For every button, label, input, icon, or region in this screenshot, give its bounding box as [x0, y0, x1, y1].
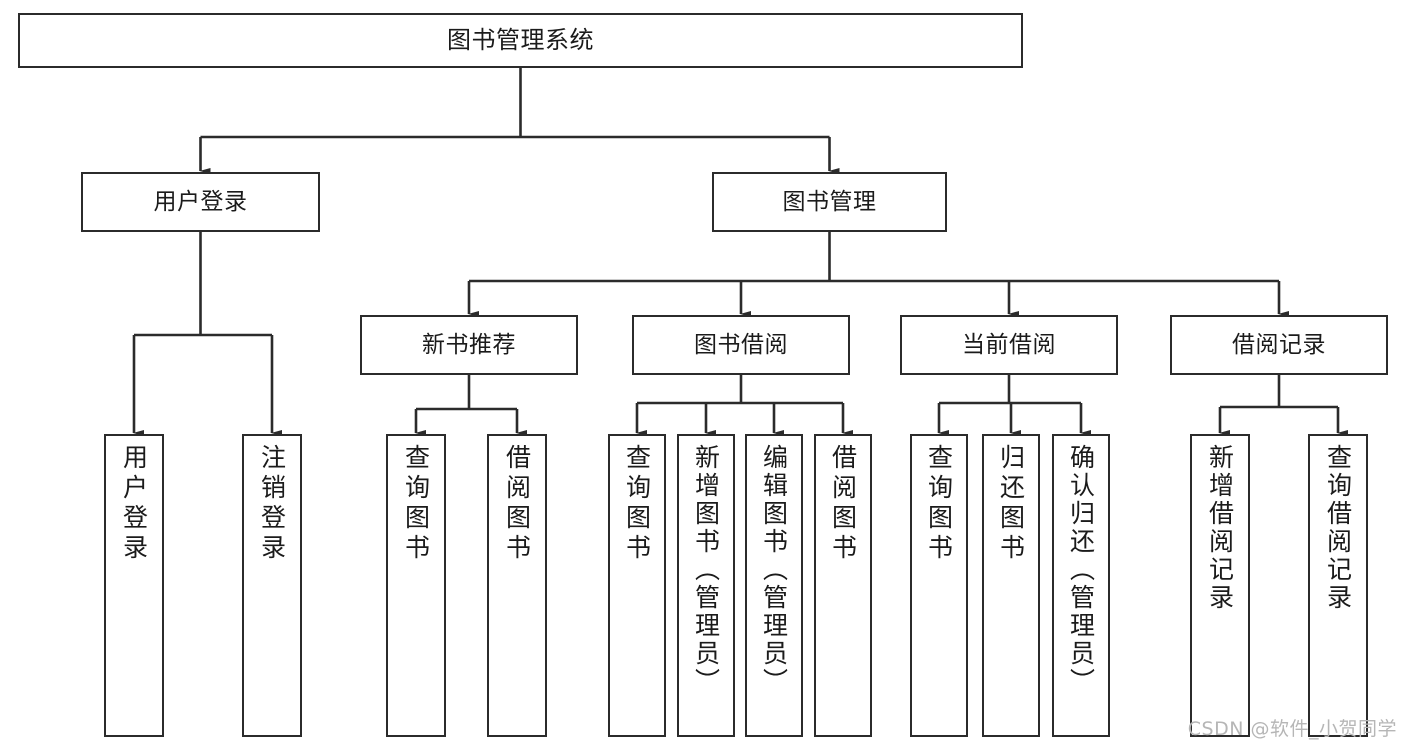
node-root[interactable]: 图书管理系统 [18, 13, 1023, 68]
node-label: 用户登录 [153, 188, 248, 215]
leaf-query-book-recommend[interactable]: 查询图书 [386, 434, 446, 737]
node-current-borrow[interactable]: 当前借阅 [900, 315, 1118, 375]
node-label: 查询图书 [924, 444, 954, 564]
leaf-query-book-current[interactable]: 查询图书 [910, 434, 968, 737]
leaf-logout[interactable]: 注销登录 [242, 434, 302, 737]
node-user-login[interactable]: 用户登录 [81, 172, 320, 232]
leaf-query-book-borrow[interactable]: 查询图书 [608, 434, 666, 737]
node-label: 编辑图书（管理员） [759, 444, 789, 696]
leaf-query-borrow-record[interactable]: 查询借阅记录 [1308, 434, 1368, 737]
node-label: 借阅图书 [828, 444, 858, 564]
node-label: 注销登录 [257, 444, 287, 564]
leaf-confirm-return-admin[interactable]: 确认归还（管理员） [1052, 434, 1110, 737]
node-label: 新书推荐 [422, 331, 516, 358]
leaf-add-book-admin[interactable]: 新增图书（管理员） [677, 434, 735, 737]
node-label: 借阅记录 [1232, 331, 1326, 358]
node-label: 图书借阅 [694, 331, 788, 358]
node-new-book-recommend[interactable]: 新书推荐 [360, 315, 578, 375]
node-label: 图书管理系统 [447, 25, 594, 54]
leaf-borrow-book-recommend[interactable]: 借阅图书 [487, 434, 547, 737]
node-borrow-record[interactable]: 借阅记录 [1170, 315, 1388, 375]
leaf-user-login[interactable]: 用户登录 [104, 434, 164, 737]
node-label: 借阅图书 [502, 444, 532, 564]
node-label: 查询图书 [401, 444, 431, 564]
node-label: 用户登录 [119, 444, 149, 564]
node-book-borrow[interactable]: 图书借阅 [632, 315, 850, 375]
leaf-edit-book-admin[interactable]: 编辑图书（管理员） [745, 434, 803, 737]
node-label: 归还图书 [996, 444, 1026, 564]
leaf-borrow-book-borrow[interactable]: 借阅图书 [814, 434, 872, 737]
node-book-manage[interactable]: 图书管理 [712, 172, 947, 232]
node-label: 图书管理 [782, 188, 877, 215]
node-label: 确认归还（管理员） [1066, 444, 1096, 696]
node-label: 新增借阅记录 [1205, 444, 1235, 612]
node-label: 查询图书 [622, 444, 652, 564]
node-label: 新增图书（管理员） [691, 444, 721, 696]
node-label: 当前借阅 [962, 331, 1056, 358]
leaf-return-book[interactable]: 归还图书 [982, 434, 1040, 737]
leaf-add-borrow-record[interactable]: 新增借阅记录 [1190, 434, 1250, 737]
node-label: 查询借阅记录 [1323, 444, 1353, 612]
